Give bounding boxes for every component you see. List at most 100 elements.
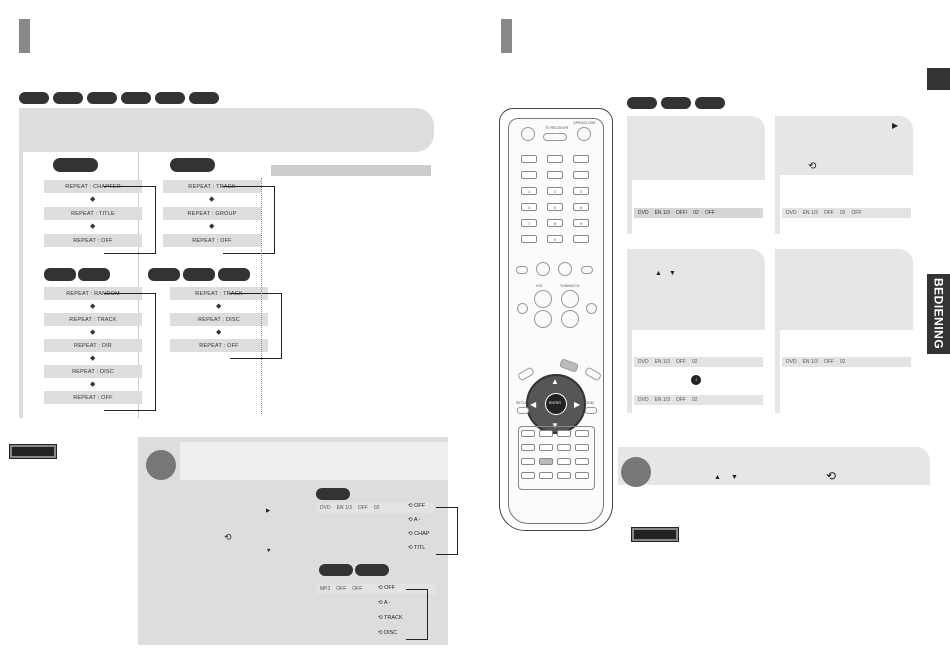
eq-key[interactable] <box>521 171 537 179</box>
format-pill <box>627 97 657 109</box>
down-arrow-icon: ◆ <box>90 355 96 362</box>
dpad-up-icon[interactable]: ▲ <box>551 377 559 386</box>
step3-screen-strip-b: DVD EN 1/3 OFF 02 <box>634 395 763 405</box>
numpad-key-1[interactable]: 1 <box>521 187 537 195</box>
right-note-tag <box>631 527 679 542</box>
format-pill <box>661 97 691 109</box>
numpad-key-3[interactable]: 3 <box>573 187 589 195</box>
strip1-num: 02 <box>693 210 699 216</box>
format-pill <box>87 92 117 104</box>
function-key[interactable] <box>575 430 589 437</box>
strip3a-num: 02 <box>691 359 698 365</box>
format-pill <box>155 92 185 104</box>
repeat-cycle-item: ⟲ A - <box>408 517 421 523</box>
remain-key[interactable] <box>521 235 537 243</box>
left-title-bar <box>19 19 30 53</box>
function-key[interactable] <box>539 472 553 479</box>
function-key[interactable] <box>521 472 535 479</box>
open-close-button[interactable] <box>577 127 591 141</box>
tv-receiver-label: TV RECEIVER <box>545 126 569 130</box>
format-pill <box>53 92 83 104</box>
function-key[interactable] <box>539 458 553 465</box>
step2-right-arrow-icon: ▶ <box>892 121 899 130</box>
repeat-option: REPEAT : GROUP <box>163 207 261 220</box>
cd-pill-2 <box>183 268 215 281</box>
cancel-num-key[interactable] <box>573 235 589 243</box>
zoom-button[interactable] <box>585 407 597 414</box>
enter-label: ENTER <box>549 401 561 405</box>
note-header-bar <box>271 165 431 176</box>
tuning-label: TUNING/CH <box>560 284 580 288</box>
function-key[interactable] <box>557 458 571 465</box>
function-key[interactable] <box>521 430 535 437</box>
step4-screen-strip: DVD EN 1/3 OFF 02 <box>782 357 911 367</box>
function-key[interactable] <box>557 444 571 451</box>
note-dotted-line <box>261 178 262 414</box>
numpad-key-2[interactable]: 2 <box>547 187 563 195</box>
repeat-icon: ⟲ <box>224 532 232 542</box>
strip1-track: EN 1/3 <box>654 210 670 216</box>
play-pause-button[interactable] <box>558 262 572 276</box>
step-header-white <box>180 442 448 480</box>
function-key[interactable] <box>539 444 553 451</box>
return-button[interactable] <box>517 407 529 414</box>
down-arrow-icon: ◆ <box>90 329 96 336</box>
format-pill <box>121 92 151 104</box>
repeat-option: REPEAT : TITLE <box>44 207 142 220</box>
screen-cd-sub2: OFF <box>352 586 363 592</box>
function-key[interactable] <box>557 430 571 437</box>
numpad-key-7[interactable]: 7 <box>521 219 537 227</box>
repeat-option: REPEAT : DISC <box>44 365 142 378</box>
function-key[interactable] <box>575 472 589 479</box>
dimmer-key[interactable] <box>521 155 537 163</box>
strip2-num: 02 <box>839 210 846 216</box>
skip-forward-button[interactable] <box>581 266 593 274</box>
strip1-sub: OFF/ <box>675 210 688 216</box>
dsp-key[interactable] <box>547 171 563 179</box>
function-key[interactable] <box>575 458 589 465</box>
strip2-repeat: OFF <box>851 210 862 216</box>
strip3a-track: EN 1/3 <box>654 359 670 365</box>
function-key[interactable] <box>557 472 571 479</box>
numpad-key-0[interactable]: 0 <box>547 235 563 243</box>
repeat-loop-line <box>104 293 156 411</box>
down-arrow-icon: ◆ <box>216 329 222 336</box>
mute-key[interactable] <box>547 155 563 163</box>
function-key[interactable] <box>521 444 535 451</box>
numpad-key-4[interactable]: 4 <box>521 203 537 211</box>
numpad-key-8[interactable]: 8 <box>547 219 563 227</box>
format-pill <box>189 92 219 104</box>
strip4-num: 02 <box>839 359 846 365</box>
strip3b-dvd: DVD <box>638 397 649 403</box>
mute-button[interactable] <box>517 303 528 314</box>
step3-down-circle-icon: ↓ <box>691 375 701 385</box>
zoom-label: ZOOM <box>583 401 594 405</box>
function-key[interactable] <box>521 458 535 465</box>
tv-receiver-switch[interactable] <box>543 133 567 141</box>
stop-button[interactable] <box>536 262 550 276</box>
repeat-cycle-item: ⟲ TRACK <box>378 615 403 621</box>
numpad-key-6[interactable]: 6 <box>573 203 589 211</box>
skip-back-button[interactable] <box>516 266 528 274</box>
tuning-down-button[interactable] <box>561 310 579 328</box>
step-panel-2-white <box>780 175 913 234</box>
vol-up-button[interactable] <box>534 290 552 308</box>
numpad-key-9[interactable]: 9 <box>573 219 589 227</box>
screen-dvd-num: 02 <box>373 505 380 511</box>
function-key[interactable] <box>539 430 553 437</box>
dpad-left-icon[interactable]: ◀ <box>530 400 537 409</box>
dpad-down-icon[interactable]: ▼ <box>551 421 559 430</box>
vol-down-button[interactable] <box>534 310 552 328</box>
sound-edit-button[interactable] <box>586 303 597 314</box>
remote-lower-panel <box>518 426 595 490</box>
function-key[interactable] <box>575 444 589 451</box>
enter-button[interactable] <box>545 393 567 415</box>
numpad-key-5[interactable]: 5 <box>547 203 563 211</box>
repeat-option: REPEAT : DIR <box>44 339 142 352</box>
dpad-right-icon[interactable]: ▶ <box>574 400 581 409</box>
cancel-key[interactable] <box>573 171 589 179</box>
tuning-up-button[interactable] <box>561 290 579 308</box>
tuner-memory-key[interactable] <box>573 155 589 163</box>
repeat-cycle-item: ⟲ OFF <box>378 585 396 591</box>
standby-button[interactable] <box>521 127 535 141</box>
